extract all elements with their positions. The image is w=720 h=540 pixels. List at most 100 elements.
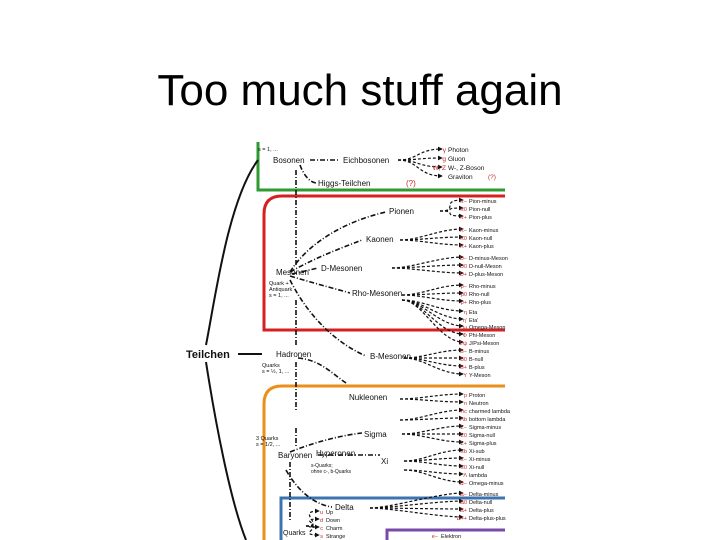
meson-leaf-arrow: [401, 299, 464, 329]
meson-leaf-symbol: π+: [460, 215, 467, 221]
baryon-leaf-name: Xi-sub: [469, 449, 485, 455]
meson-leaf-symbol: π−: [460, 199, 467, 205]
baryon-leaf-arrow: [369, 498, 464, 509]
baryon-leaf-name: Delta-plus: [469, 508, 494, 514]
baryon-leaf-arrow: [403, 447, 464, 462]
gauge-boson-leaf-arrow: [397, 159, 443, 170]
meson-leaf-symbol: J/ψ: [459, 341, 467, 347]
quark-leaf-arrow: [305, 516, 320, 527]
meson-leaf-symbol: K0: [460, 236, 467, 242]
meson-leaf-arrow: [401, 290, 464, 296]
node-mesonen: Mesonen: [276, 268, 309, 277]
meson-leaf-arrow: [401, 294, 464, 304]
meson-leaf-name: B-plus: [469, 365, 485, 371]
meson-leaf-name: Phi-Meson: [469, 333, 495, 339]
gauge-boson-leaf-arrow: [397, 146, 443, 161]
node-d-mesonen: D-Mesonen: [321, 264, 362, 273]
meson-leaf-name: Kaon-minus: [469, 228, 499, 234]
meson-leaf-symbol: D+: [460, 272, 467, 278]
meson-leaf-symbol: K+: [460, 244, 467, 250]
baryonen-frame: [262, 384, 505, 540]
node-higgs: Higgs-Teilchen: [318, 179, 370, 188]
node-pionen: Pionen: [389, 207, 414, 216]
meson-leaf-arrow: [439, 210, 464, 219]
hyperon-note-1: s-Quarks;: [311, 463, 333, 469]
bosonen-spin-label: s = 1, ...: [258, 147, 278, 153]
meson-leaf-name: D-minus-Meson: [469, 256, 508, 262]
baryon-leaf-symbol: Δ+: [460, 508, 467, 514]
graviton-question: (?): [488, 174, 496, 181]
baryon-leaf-arrow: [369, 490, 464, 509]
baryon-leaf-symbol: Σ+: [460, 441, 467, 447]
node-sigma: Sigma: [364, 430, 387, 439]
meson-leaf-symbol: Y: [463, 373, 467, 379]
meson-leaf-symbol: ρ−: [461, 284, 467, 290]
meson-leaf-name: Y-Meson: [469, 373, 491, 379]
baryon-leaf-name: Xi-null: [469, 465, 484, 471]
meson-leaf-name: Kaon-plus: [469, 244, 494, 250]
node-eichbosonen: Eichbosonen: [343, 156, 389, 165]
baryon-leaf-symbol: Λ: [463, 473, 467, 479]
baryon-leaf-symbol: Σ−: [460, 425, 467, 431]
meson-leaf-name: J/Psi-Meson: [469, 341, 499, 347]
quarks-spin-2: s = ½, 1, ...: [262, 368, 290, 375]
meson-leaf-arrow: [403, 357, 464, 377]
baryon-leaf-arrow: [399, 398, 464, 405]
meson-leaf-name: Rho-minus: [469, 284, 496, 290]
quark-leaf-name: Charm: [326, 526, 343, 532]
node-quarks: Quarks: [283, 530, 306, 537]
baryon-leaf-name: Delta-minus: [469, 492, 499, 498]
baryon-leaf-symbol: Λc: [461, 409, 468, 415]
node-teilchen: Teilchen: [186, 349, 230, 361]
meson-leaf-name: B-null: [469, 357, 483, 363]
baryon-leaf-symbol: Λb: [460, 417, 467, 423]
meson-leaf-name: Kaon-null: [469, 236, 492, 242]
baryon-leaf-name: Sigma-plus: [469, 441, 497, 447]
meson-leaf-arrow: [399, 239, 464, 248]
baryon-leaf-name: Sigma-minus: [469, 425, 501, 431]
baryon-leaf-name: Delta-plus-plus: [469, 516, 506, 522]
node-nukleonen: Nukleonen: [349, 393, 387, 402]
baryon-leaf-arrow: [399, 391, 464, 400]
baryon-leaf-name: Sigma-null: [469, 433, 495, 439]
baryon-leaf-symbol: n: [464, 401, 467, 407]
node-xi: Xi: [381, 457, 388, 466]
baryon-leaf-name: Neutron: [469, 401, 489, 407]
quarks-spin-1: Quarks: [262, 363, 280, 369]
meson-note-2: Antiquark: [269, 287, 292, 293]
baryon-leaf-arrow: [403, 469, 464, 477]
meson-leaf-arrow: [403, 357, 464, 369]
node-baryonen: Baryonen: [278, 451, 312, 460]
baryon-leaf-arrow: [403, 455, 464, 462]
meson-leaf-symbol: π0: [460, 207, 467, 213]
quark-leaf-symbol: d: [320, 518, 323, 524]
baryon-leaf-symbol: p: [464, 393, 467, 399]
gauge-boson-leaf-symbol: g: [442, 156, 446, 163]
meson-leaf-symbol: K−: [460, 228, 467, 234]
meson-leaf-name: Omega-Meson: [469, 325, 505, 331]
baryon-leaf-arrow: [369, 506, 464, 512]
gauge-boson-leaf-name: Graviton: [448, 174, 473, 181]
meson-note-1: Quark +: [269, 281, 289, 287]
baryon-leaf-name: Delta-null: [469, 500, 492, 506]
gauge-boson-leaf-symbol: W, Z: [433, 165, 446, 172]
meson-leaf-symbol: Φ: [463, 333, 468, 339]
meson-leaf-symbol: ω: [463, 325, 468, 331]
baryon-leaf-name: charmed lambda: [469, 409, 511, 415]
meson-leaf-arrow: [399, 234, 464, 241]
meson-leaf-name: D-plus-Meson: [469, 272, 503, 278]
baryon-leaf-arrow: [403, 460, 464, 469]
meson-leaf-symbol: ρ+: [461, 300, 467, 306]
meson-leaf-arrow: [391, 262, 464, 269]
meson-leaf-name: Pion-minus: [469, 199, 497, 205]
quark-leaf-symbol: c: [320, 526, 323, 532]
meson-leaf-arrow: [401, 299, 464, 322]
baryon-leaf-name: Proton: [469, 393, 485, 399]
baryon-leaf-arrow: [403, 469, 464, 485]
meson-leaf-symbol: D−: [460, 256, 467, 262]
quark-leaf-symbol: u: [320, 510, 323, 516]
meson-leaf-name: Pion-plus: [469, 215, 492, 221]
baryon-leaf-symbol: Ξb: [460, 449, 467, 455]
meson-leaf-name: D-null-Meson: [469, 264, 502, 270]
